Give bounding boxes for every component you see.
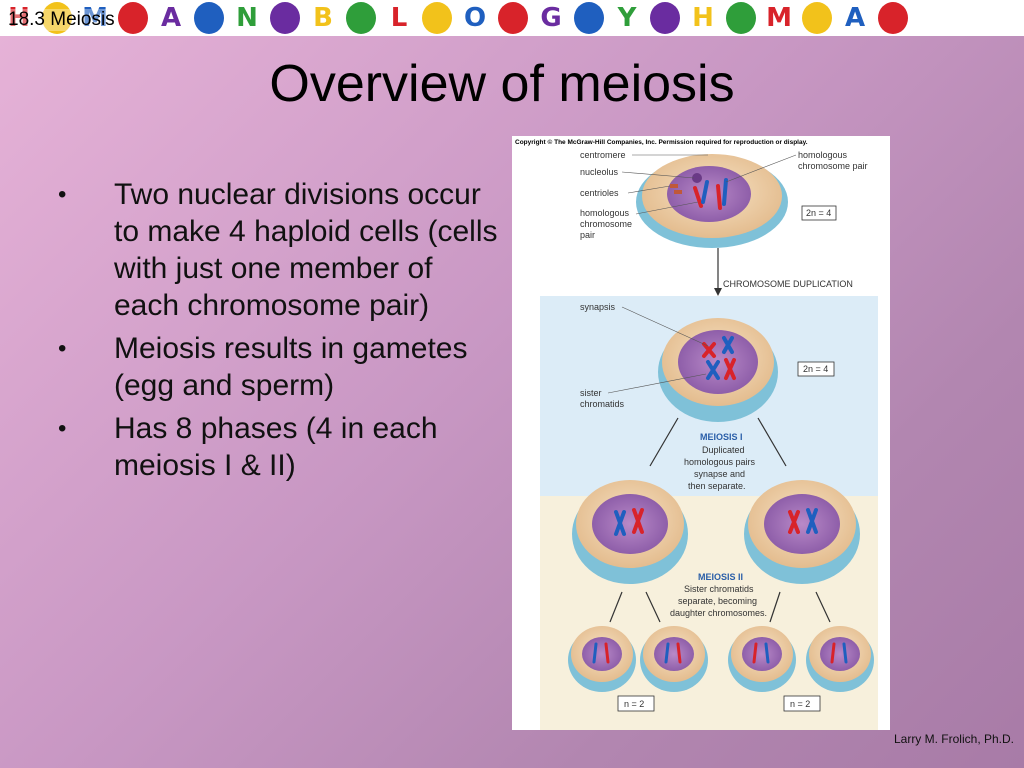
- ploidy-middle: 2n = 4: [803, 364, 828, 374]
- meiosis-diagram: Copyright © The McGraw-Hill Companies, I…: [512, 136, 890, 730]
- banner-glyph: Y: [617, 3, 637, 33]
- ploidy-bottom-right: n = 2: [790, 699, 810, 709]
- bullet-item: • Has 8 phases (4 in each meiosis I & II): [58, 410, 498, 484]
- banner-glyph: [42, 2, 72, 34]
- banner-glyph: [498, 2, 528, 34]
- meiosis1-desc-1: Duplicated: [702, 445, 745, 455]
- figure-copyright: Copyright © The McGraw-Hill Companies, I…: [515, 138, 808, 146]
- slide-title: Overview of meiosis: [269, 55, 735, 113]
- banner-glyph: [878, 2, 908, 34]
- ploidy-top: 2n = 4: [806, 208, 831, 218]
- daughter-cell: [568, 626, 636, 692]
- daughter-cell: [806, 626, 874, 692]
- ploidy-box-bottom-right: [783, 695, 821, 712]
- decorative-banner: H M A N B L O G Y H M A 18.3 Meiosis: [0, 0, 1024, 36]
- bullet-text: Has 8 phases (4 in each meiosis I & II): [114, 412, 438, 482]
- label-homologous-left-3: pair: [580, 230, 595, 240]
- banner-glyph: A: [160, 3, 182, 33]
- label-centrioles: centrioles: [580, 188, 619, 198]
- label-sister-2: chromatids: [580, 399, 625, 409]
- bullet-dot-icon: •: [58, 335, 67, 362]
- banner-glyph: [194, 2, 224, 34]
- meiosis2-desc-3: daughter chromosomes.: [670, 608, 767, 618]
- meiosis1-title: MEIOSIS I: [700, 432, 743, 442]
- ploidy-box-middle: [797, 361, 835, 377]
- bullet-item: • Meiosis results in gametes (egg and spe…: [58, 330, 498, 404]
- bullet-dot-icon: •: [58, 415, 67, 442]
- author-credit: Larry M. Frolich, Ph.D.: [893, 732, 1014, 746]
- label-homologous-left-1: homologous: [580, 208, 630, 218]
- banner-glyph: [118, 2, 148, 34]
- banner-glyph: [422, 2, 452, 34]
- banner-glyph: G: [540, 3, 562, 33]
- banner-glyph: [270, 2, 300, 34]
- cell-middle: [658, 318, 778, 422]
- bullet-dot-icon: •: [58, 181, 67, 208]
- bullet-text: Two nuclear divisions occur to make 4 ha…: [114, 178, 498, 322]
- daughter-cell: [640, 626, 708, 692]
- banner-glyph: [574, 2, 604, 34]
- meiosis1-desc-4: then separate.: [688, 481, 746, 491]
- meiosis2-desc-1: Sister chromatids: [684, 584, 754, 594]
- meiosis2-desc-2: separate, becoming: [678, 596, 757, 606]
- label-homologous-right-2: chromosome pair: [798, 161, 868, 171]
- meiosis1-desc-3: synapse and: [694, 469, 745, 479]
- banner-glyph: A: [844, 3, 866, 33]
- daughter-cell: [728, 626, 796, 692]
- bullet-text: Meiosis results in gametes (egg and sper…: [114, 332, 468, 402]
- ploidy-box-bottom-left: [617, 695, 655, 712]
- banner-glyph: M: [766, 3, 792, 33]
- cell-top: [636, 154, 788, 248]
- label-homologous-left-2: chromosome: [580, 219, 632, 229]
- cell-left-meiosis1: [572, 480, 688, 584]
- banner-glyph: [650, 2, 680, 34]
- banner-glyph: B: [313, 3, 333, 33]
- banner-glyph: [346, 2, 376, 34]
- cell-right-meiosis1: [744, 480, 860, 584]
- bullet-list: • Two nuclear divisions occur to make 4 h…: [58, 176, 498, 490]
- banner-glyph: L: [390, 3, 408, 33]
- banner-glyph: [726, 2, 756, 34]
- banner-glyph: O: [463, 3, 487, 33]
- ploidy-box-top: [801, 205, 837, 221]
- meiosis2-title: MEIOSIS II: [698, 572, 743, 582]
- label-sister-1: sister: [580, 388, 602, 398]
- slide-section-label: 18.3 Meiosis: [6, 9, 117, 31]
- banner-glyph: N: [236, 3, 258, 33]
- label-centromere: centromere: [580, 150, 626, 160]
- label-synapsis: synapsis: [580, 302, 616, 312]
- banner-glyph: M: [82, 3, 108, 33]
- bullet-item: • Two nuclear divisions occur to make 4 h…: [58, 176, 498, 324]
- ploidy-bottom-left: n = 2: [624, 699, 644, 709]
- banner-glyph: [802, 2, 832, 34]
- banner-glyph: H: [692, 3, 714, 33]
- label-homologous-right-1: homologous: [798, 150, 848, 160]
- label-chromosome-duplication: CHROMOSOME DUPLICATION: [723, 279, 853, 289]
- meiosis1-desc-2: homologous pairs: [684, 457, 756, 467]
- label-nucleolus: nucleolus: [580, 167, 619, 177]
- banner-glyph: H: [8, 3, 30, 33]
